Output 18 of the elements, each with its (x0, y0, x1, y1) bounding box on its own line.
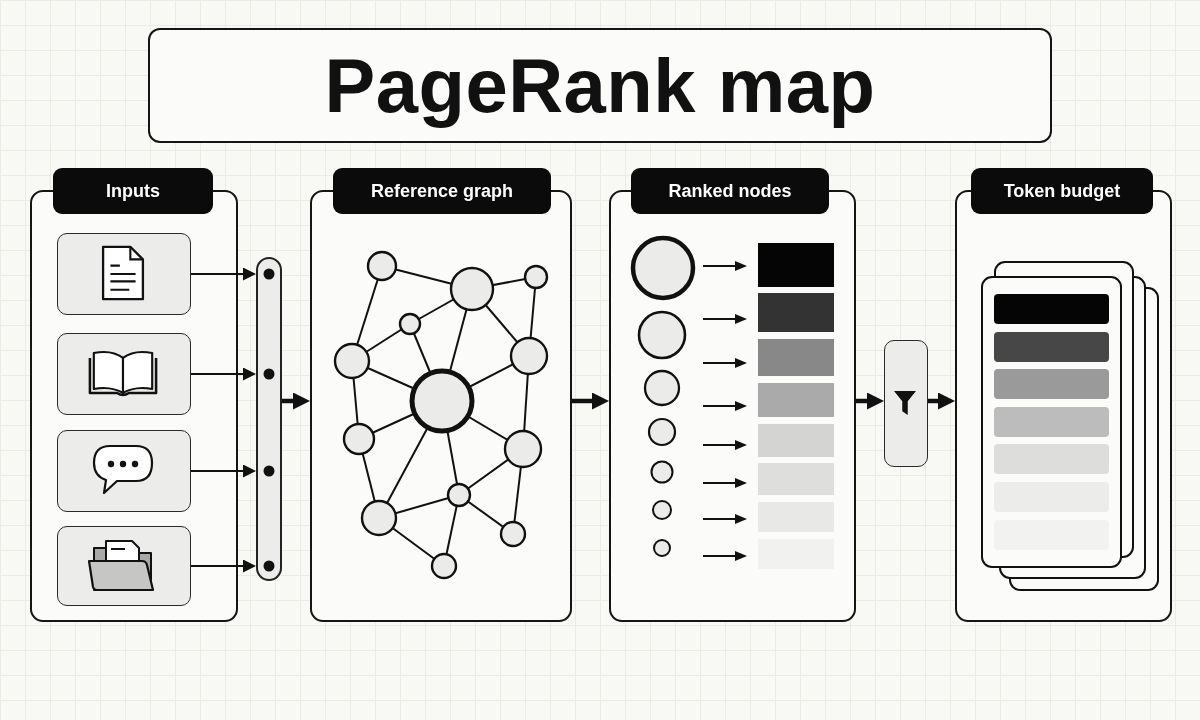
bus-bar (256, 257, 282, 581)
panel-heading: Ranked nodes (631, 168, 829, 214)
panel-heading: Inputs (53, 168, 213, 214)
panel-heading: Reference graph (333, 168, 551, 214)
arrow (572, 392, 609, 410)
arrow (191, 367, 256, 381)
icon-tile (57, 430, 191, 512)
icon-tile (57, 233, 191, 315)
arrow (856, 392, 884, 410)
icon-tile (57, 333, 191, 415)
panel-heading: Token budget (971, 168, 1153, 214)
arrow (282, 392, 310, 410)
arrow (191, 267, 256, 281)
arrow (191, 464, 256, 478)
arrow (191, 559, 256, 573)
filter-node (884, 340, 928, 467)
icon-tile (57, 526, 191, 606)
arrow (928, 392, 955, 410)
